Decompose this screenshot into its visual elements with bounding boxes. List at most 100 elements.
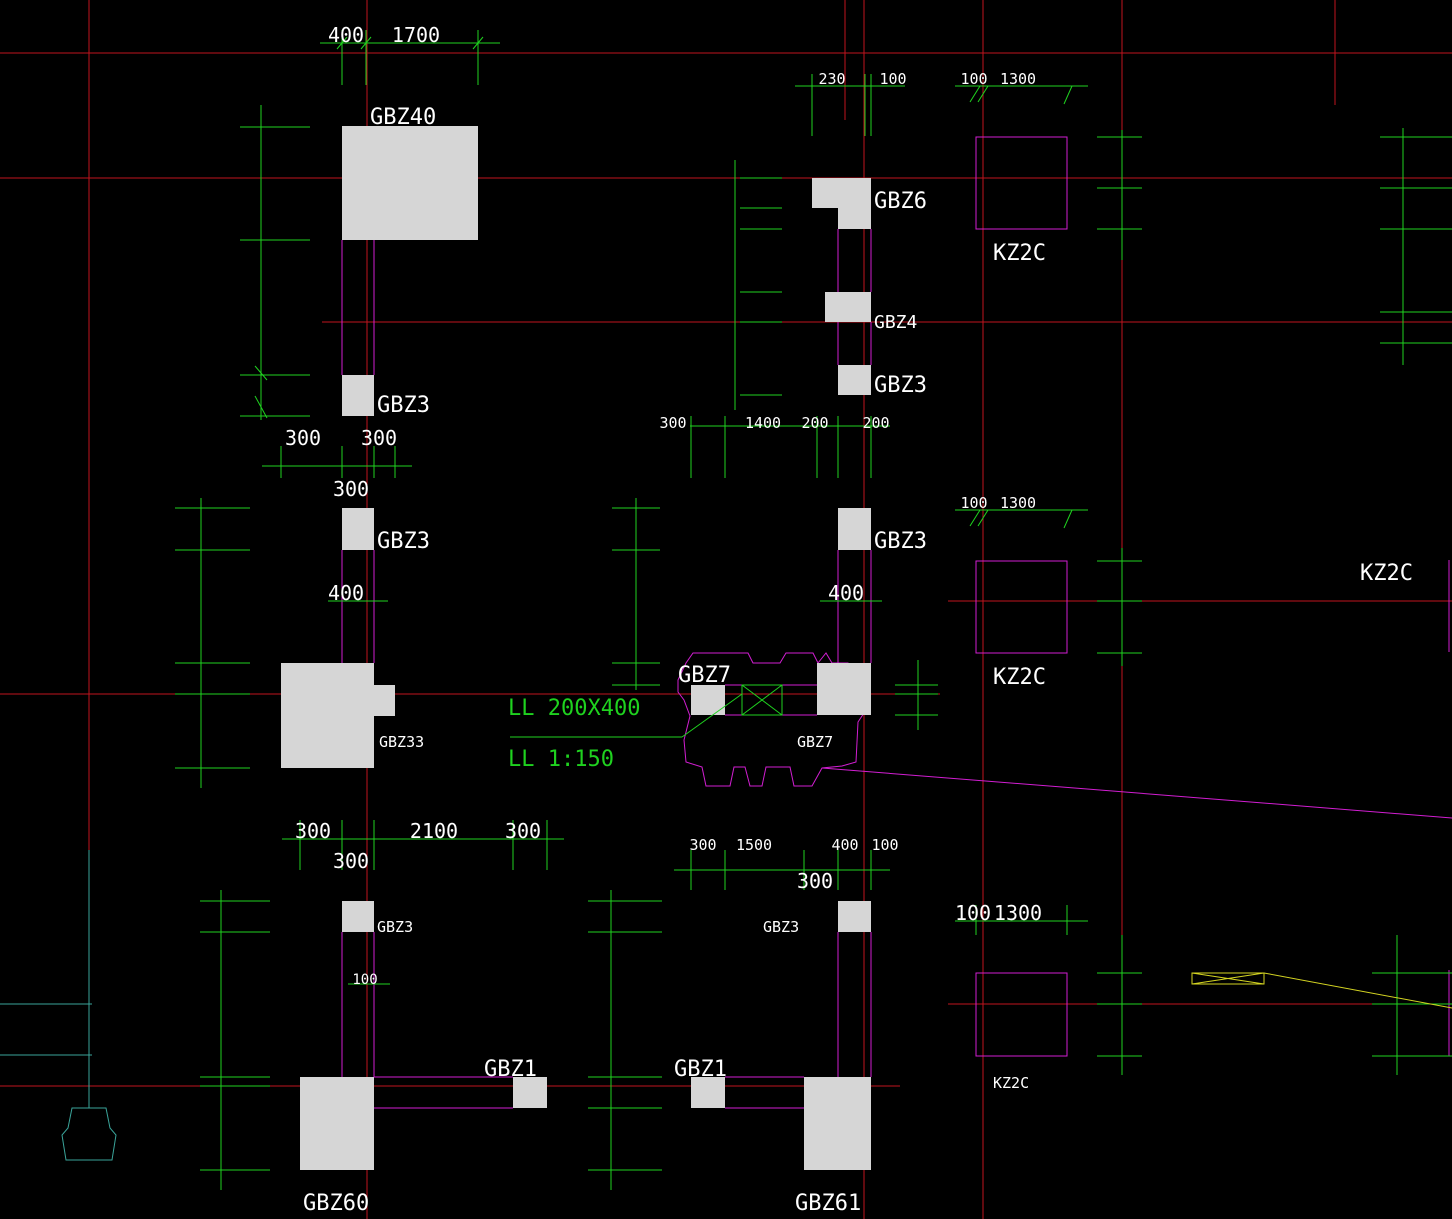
dimension-lines	[175, 30, 1452, 1190]
column-gbz40	[342, 126, 478, 240]
column-gbz3	[342, 901, 374, 932]
label-kz2: KZ2C	[1360, 561, 1413, 586]
stair-core-outline	[677, 652, 865, 787]
columns	[281, 126, 871, 1170]
dim-slash	[360, 36, 372, 50]
dim-text: 300	[659, 414, 686, 432]
label-gbz3: GBZ3	[377, 918, 413, 936]
dim-text: 100	[879, 70, 906, 88]
dimension-texts: 400 1700 230 100 100 1300 300 300 300 30…	[285, 23, 1042, 988]
yellow-cross	[1191, 972, 1265, 985]
dim-text: 300	[333, 477, 369, 501]
label-gbz3: GBZ3	[377, 529, 430, 554]
dim-text: 300	[295, 819, 331, 843]
label-gbz3: GBZ3	[377, 393, 430, 418]
dim-text: 300	[285, 426, 321, 450]
column-gbz33	[281, 663, 395, 768]
dim-slash	[1063, 509, 1073, 529]
dim-text: 1500	[736, 836, 772, 854]
dim-slash	[969, 85, 981, 103]
dim-text: 200	[801, 414, 828, 432]
dim-text: 300	[333, 849, 369, 873]
label-gbz3: GBZ3	[763, 918, 799, 936]
dim-text: 1300	[1000, 494, 1036, 512]
dim-slash	[977, 85, 989, 103]
dim-slash	[977, 509, 989, 527]
dim-slash	[336, 36, 348, 50]
column-gbz3	[838, 508, 871, 550]
column-gbz3	[838, 901, 871, 932]
label-gbz1: GBZ1	[484, 1057, 537, 1082]
label-gbz40: GBZ40	[370, 105, 436, 130]
dim-text: 230	[818, 70, 845, 88]
label-gbz61: GBZ61	[795, 1191, 861, 1216]
elevator-box-cross	[741, 684, 783, 716]
dim-text: 1300	[994, 901, 1042, 925]
column-gbz61	[804, 1077, 871, 1170]
label-kz2: KZ2C	[993, 1074, 1029, 1092]
dim-text: 300	[361, 426, 397, 450]
kz-column-outline	[975, 136, 1068, 230]
column-gbz3	[342, 375, 374, 416]
elevator-box-outline	[741, 684, 783, 716]
column-gbz1	[513, 1077, 547, 1108]
dim-text: 400	[828, 581, 864, 605]
dim-slash	[472, 36, 484, 50]
dim-text: 100	[960, 494, 987, 512]
dim-text: 1300	[1000, 70, 1036, 88]
yellow-leader	[1191, 972, 1452, 1009]
dim-text: 100	[955, 901, 991, 925]
dim-text: 300	[689, 836, 716, 854]
label-gbz1: GBZ1	[674, 1057, 727, 1082]
dim-text: 400	[328, 23, 364, 47]
dim-slash	[254, 395, 268, 419]
yellow-line	[1263, 972, 1452, 1009]
label-gbz3: GBZ3	[874, 529, 927, 554]
label-gbz7: GBZ7	[797, 733, 833, 751]
dim-text: 2100	[410, 819, 458, 843]
label-kz2: KZ2C	[993, 665, 1046, 690]
column-gbz7	[691, 685, 725, 715]
kz-column-outline	[975, 972, 1068, 1057]
teal-symbol	[61, 1107, 117, 1161]
beam-note-line1: LL 200X400	[508, 696, 640, 721]
dim-text: 100	[960, 70, 987, 88]
column-gbz7	[817, 663, 871, 715]
column-gbz4	[825, 292, 871, 322]
dim-text: 1400	[745, 414, 781, 432]
elevator-leader	[681, 693, 743, 738]
yellow-box	[1191, 972, 1265, 985]
column-gbz3	[838, 365, 871, 395]
wall-line	[821, 767, 1452, 819]
label-kz2: KZ2C	[993, 241, 1046, 266]
wall-lines	[341, 136, 1452, 1109]
label-gbz7: GBZ7	[678, 663, 731, 688]
dim-slash	[1063, 85, 1073, 105]
teal-detail	[0, 850, 117, 1161]
label-gbz6: GBZ6	[874, 189, 927, 214]
label-gbz3: GBZ3	[874, 373, 927, 398]
dim-text: 300	[505, 819, 541, 843]
column-gbz6	[812, 178, 871, 229]
elevator-box	[510, 684, 783, 738]
dim-text: 100	[352, 972, 377, 988]
dim-text: 400	[328, 581, 364, 605]
label-gbz60: GBZ60	[303, 1191, 369, 1216]
column-gbz60	[300, 1077, 374, 1170]
dim-text: 400	[831, 836, 858, 854]
dim-text: 300	[797, 869, 833, 893]
dim-text: 100	[871, 836, 898, 854]
dim-slash	[969, 509, 981, 527]
dim-text: 200	[862, 414, 889, 432]
dim-slash	[254, 365, 268, 381]
column-labels: GBZ40 GBZ6 GBZ4 GBZ3 GBZ3 GBZ3 GBZ3 GBZ7…	[303, 105, 1413, 1216]
column-gbz3	[342, 508, 374, 550]
label-gbz4: GBZ4	[874, 312, 917, 333]
label-gbz33: GBZ33	[379, 733, 424, 751]
kz-column-outline	[975, 560, 1068, 654]
beam-note: LL 200X400 LL 1:150	[508, 696, 640, 772]
beam-note-line2: LL 1:150	[508, 747, 614, 772]
column-gbz1	[691, 1077, 725, 1108]
